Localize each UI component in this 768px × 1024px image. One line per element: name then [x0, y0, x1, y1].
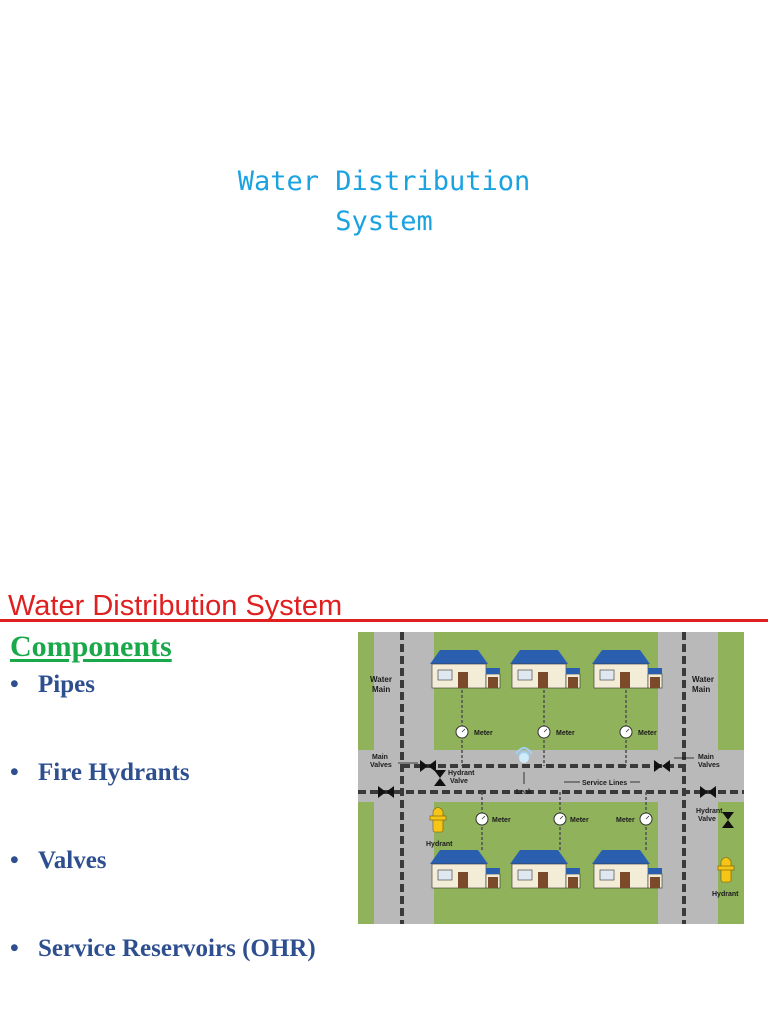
- water-main-label: Main: [692, 685, 710, 694]
- house: [592, 850, 663, 889]
- list-item-label: Pipes: [38, 671, 95, 698]
- house: [430, 650, 501, 689]
- hydrant-valve-label: Valve: [450, 778, 468, 785]
- components-slide: Water Distribution System Components • Pi…: [0, 580, 768, 1024]
- list-item: • Fire Hydrants: [10, 758, 316, 846]
- main-valves-label: Main: [372, 754, 388, 761]
- list-item-label: Service Reservoirs (OHR): [38, 935, 316, 962]
- leak-icon: [515, 747, 533, 763]
- leak-label: Leak: [516, 789, 532, 796]
- meter-icon: [639, 812, 653, 826]
- components-subheading: Components: [10, 630, 172, 663]
- meter-label: Meter: [556, 730, 575, 737]
- house: [592, 650, 663, 689]
- hydrant-icon: [717, 857, 735, 883]
- valve-icon: [420, 760, 436, 772]
- meter-icon: [553, 812, 567, 826]
- water-main-label: Water: [692, 675, 714, 684]
- hydrant-valve-label: Hydrant: [696, 808, 723, 815]
- house: [510, 850, 581, 889]
- bullet-icon: •: [10, 671, 19, 698]
- meter-icon: [619, 725, 633, 739]
- meter-label: Meter: [474, 730, 493, 737]
- house: [510, 650, 581, 689]
- main-valves-label: Valves: [370, 762, 392, 769]
- meter-icon: [475, 812, 489, 826]
- list-item: • Valves: [10, 846, 316, 934]
- valve-icon: [700, 786, 716, 798]
- main-valves-label: Main: [698, 754, 714, 761]
- meter-label: Meter: [638, 730, 657, 737]
- valve-icon: [654, 760, 670, 772]
- list-item-label: Fire Hydrants: [38, 759, 190, 786]
- house: [430, 850, 501, 889]
- water-main-label: Water: [370, 675, 392, 684]
- bullet-icon: •: [10, 847, 19, 874]
- list-item-label: Valves: [38, 847, 107, 874]
- hydrant-icon: [429, 807, 447, 833]
- hydrant-valve-icon: [722, 812, 734, 828]
- bullet-icon: •: [10, 759, 19, 786]
- meter-icon: [537, 725, 551, 739]
- heading-divider: [0, 619, 768, 622]
- valve-icon: [378, 786, 394, 798]
- components-list: • Pipes • Fire Hydrants • Valves • Service R…: [10, 670, 316, 1022]
- meter-icon: [455, 725, 469, 739]
- water-main-label: Main: [372, 685, 390, 694]
- title-line-1: Water Distribution: [237, 166, 531, 197]
- list-item: • Service Reservoirs (OHR): [10, 934, 316, 1022]
- water-network-diagram: Meter Meter Meter Meter Meter Meter Wate…: [358, 632, 744, 924]
- hydrant-valve-label: Hydrant: [448, 770, 475, 777]
- main-valves-label: Valves: [698, 762, 720, 769]
- hydrant-label: Hydrant: [712, 891, 739, 898]
- meter-label: Meter: [616, 817, 635, 824]
- hydrant-label: Hydrant: [426, 841, 453, 848]
- service-lines-label: Service Lines: [582, 780, 627, 787]
- hydrant-valve-label: Valve: [698, 816, 716, 823]
- list-item: • Pipes: [10, 670, 316, 758]
- bullet-icon: •: [10, 935, 19, 962]
- title-slide: Water Distribution System: [237, 166, 531, 237]
- slide-heading: Water Distribution System: [8, 590, 343, 622]
- meter-label: Meter: [570, 817, 589, 824]
- hydrant-valve-icon: [434, 770, 446, 786]
- title-line-2: System: [335, 206, 433, 237]
- meter-label: Meter: [492, 817, 511, 824]
